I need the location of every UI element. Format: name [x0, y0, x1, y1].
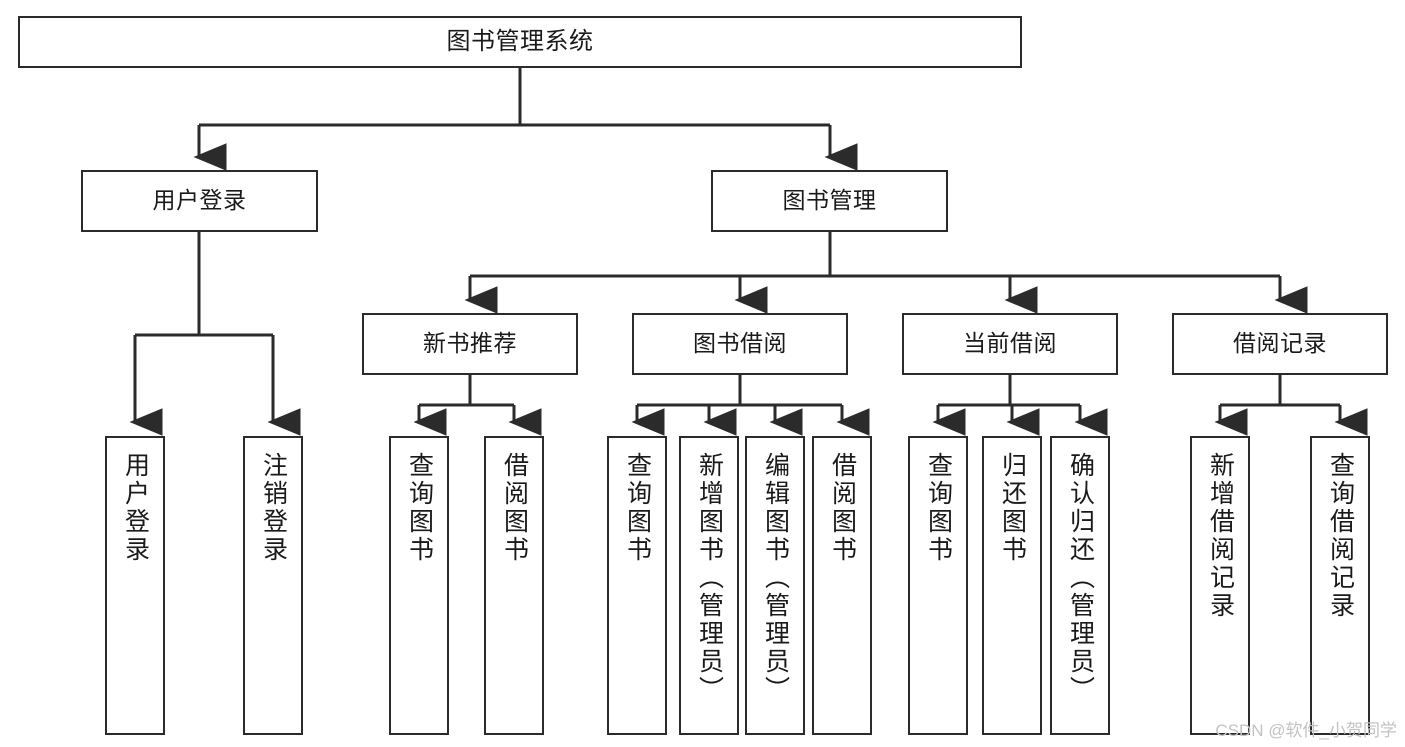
node-leaf-confirm-return[interactable]: 确认归还（管理员） [1050, 436, 1110, 735]
node-leaf-confirm-return-label: 确认归还（管理员） [1066, 452, 1095, 704]
node-new-book-recommend-label: 新书推荐 [423, 330, 517, 357]
node-leaf-add-book[interactable]: 新增图书（管理员） [679, 436, 739, 735]
node-leaf-query-book-3-label: 查询图书 [924, 452, 953, 564]
watermark: CSDN @软件_小贺同学 [1215, 721, 1397, 740]
node-leaf-logout-label: 注销登录 [259, 452, 288, 564]
node-leaf-user-login-label: 用户登录 [121, 452, 150, 564]
node-book-borrow-label: 图书借阅 [693, 330, 787, 357]
node-new-book-recommend[interactable]: 新书推荐 [362, 313, 578, 375]
node-leaf-borrow-book-1-label: 借阅图书 [500, 452, 529, 564]
node-book-manage-label: 图书管理 [782, 187, 877, 214]
node-leaf-query-book-1-label: 查询图书 [405, 452, 434, 564]
node-leaf-edit-book[interactable]: 编辑图书（管理员） [745, 436, 805, 735]
node-leaf-query-book-2-label: 查询图书 [623, 452, 652, 564]
node-root-label: 图书管理系统 [446, 27, 594, 55]
node-leaf-return-book[interactable]: 归还图书 [982, 436, 1042, 735]
node-leaf-borrow-book-2[interactable]: 借阅图书 [812, 436, 872, 735]
node-user-login-label: 用户登录 [152, 187, 247, 214]
node-book-borrow[interactable]: 图书借阅 [632, 313, 848, 375]
node-leaf-query-record-label: 查询借阅记录 [1326, 452, 1355, 620]
node-borrow-record[interactable]: 借阅记录 [1172, 313, 1388, 375]
node-leaf-borrow-book-2-label: 借阅图书 [828, 452, 857, 564]
node-leaf-query-book-3[interactable]: 查询图书 [908, 436, 968, 735]
node-leaf-edit-book-label: 编辑图书（管理员） [761, 452, 790, 704]
node-leaf-query-record[interactable]: 查询借阅记录 [1310, 436, 1370, 735]
node-leaf-return-book-label: 归还图书 [998, 452, 1027, 564]
node-leaf-add-record[interactable]: 新增借阅记录 [1190, 436, 1250, 735]
node-current-borrow-label: 当前借阅 [963, 330, 1057, 357]
node-leaf-query-book-2[interactable]: 查询图书 [607, 436, 667, 735]
node-leaf-user-login[interactable]: 用户登录 [105, 436, 165, 735]
node-book-manage[interactable]: 图书管理 [711, 170, 948, 232]
node-leaf-query-book-1[interactable]: 查询图书 [389, 436, 449, 735]
node-root[interactable]: 图书管理系统 [18, 16, 1022, 68]
node-user-login[interactable]: 用户登录 [81, 170, 318, 232]
node-current-borrow[interactable]: 当前借阅 [902, 313, 1118, 375]
node-leaf-add-book-label: 新增图书（管理员） [695, 452, 724, 704]
node-leaf-add-record-label: 新增借阅记录 [1206, 452, 1235, 620]
node-borrow-record-label: 借阅记录 [1233, 330, 1327, 357]
node-leaf-borrow-book-1[interactable]: 借阅图书 [484, 436, 544, 735]
node-leaf-logout[interactable]: 注销登录 [243, 436, 303, 735]
